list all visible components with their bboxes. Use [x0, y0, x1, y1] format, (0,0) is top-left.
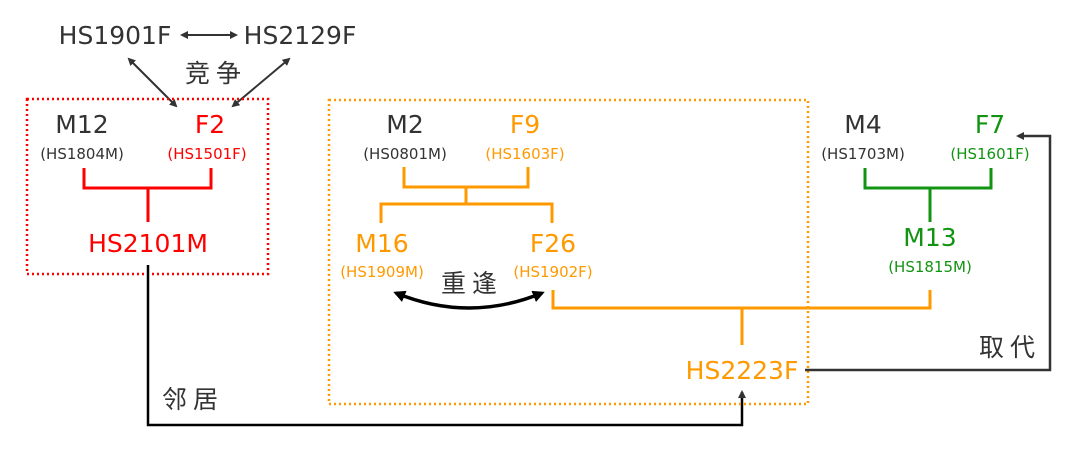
reunion-label: 重逢: [441, 269, 503, 298]
green-father-name: M4: [844, 110, 881, 139]
replace-label: 取代: [979, 333, 1041, 362]
orange-daughter-name: F26: [530, 229, 576, 258]
green-mother-name: F7: [975, 110, 1005, 139]
neighbor-label: 邻居: [162, 385, 224, 414]
orange-son-name: M16: [355, 229, 408, 258]
orange-father-id: (HS0801M): [363, 145, 447, 163]
competitor-hs2129f: HS2129F: [244, 21, 357, 50]
orange-mother-id: (HS1603F): [485, 145, 564, 163]
reunion-arrow: [393, 290, 545, 310]
replace-arrow: [805, 132, 1052, 372]
red-father-id: (HS1804M): [40, 145, 124, 163]
competition-label: 竞争: [185, 59, 247, 88]
red-family-bracket: [82, 168, 213, 222]
green-child-name: M13: [903, 223, 956, 252]
green-family-bracket: [863, 168, 993, 222]
orange-child: HS2223F: [686, 356, 799, 385]
orange-mother-name: F9: [510, 110, 540, 139]
orange-son-id: (HS1909M): [340, 263, 424, 281]
orange-mating-bracket: [551, 290, 932, 345]
orange-group-box: [327, 98, 810, 406]
orange-family-bracket: [379, 167, 554, 223]
red-mother-name: F2: [195, 110, 225, 139]
green-child-id: (HS1815M): [888, 258, 972, 276]
competitor-hs1901f: HS1901F: [59, 21, 172, 50]
neighbor-arrow: [146, 265, 746, 427]
green-father-id: (HS1703M): [821, 145, 905, 163]
orange-father-name: M2: [386, 110, 423, 139]
red-mother-id: (HS1501F): [167, 145, 246, 163]
orange-daughter-id: (HS1902F): [513, 263, 592, 281]
red-father-name: M12: [55, 110, 108, 139]
green-mother-id: (HS1601F): [950, 145, 1029, 163]
red-child: HS2101M: [88, 229, 208, 258]
